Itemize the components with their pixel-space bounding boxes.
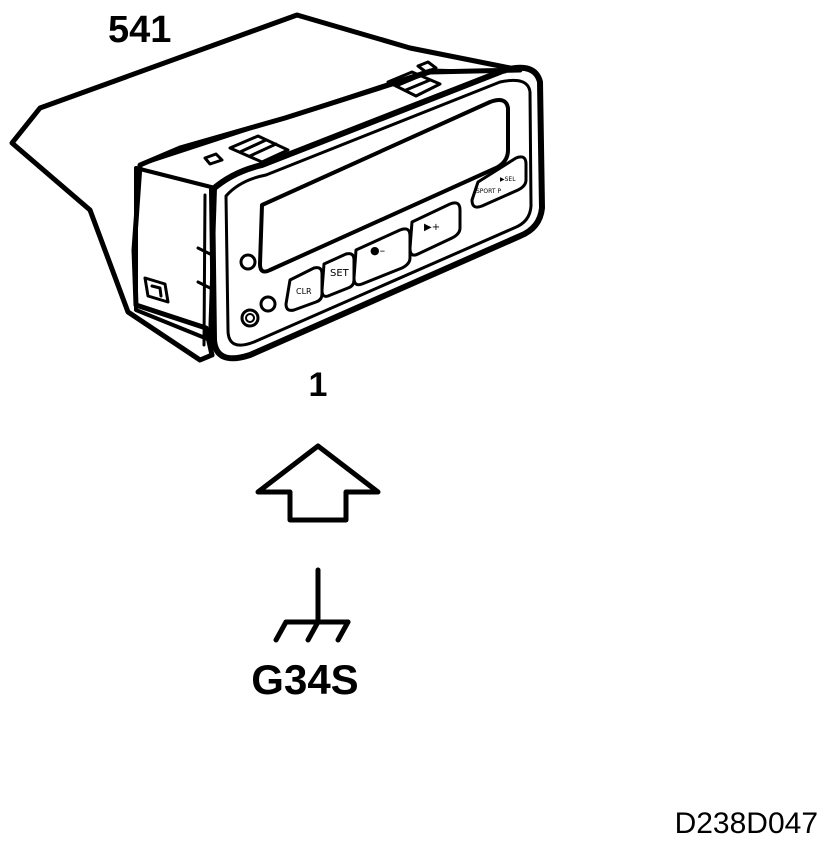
svg-text:SPORT P: SPORT P xyxy=(476,188,501,195)
svg-text:●–: ●– xyxy=(370,244,385,257)
up-arrow xyxy=(255,443,381,523)
ground-symbol xyxy=(273,567,351,643)
svg-text:CLR: CLR xyxy=(296,287,312,296)
ground-label: G34S xyxy=(251,656,358,703)
plus-button: ▶+ xyxy=(408,201,462,257)
svg-text:▶+: ▶+ xyxy=(424,222,440,233)
clr-button: CLR xyxy=(284,266,324,312)
unit-housing xyxy=(9,12,523,363)
unit-side-face xyxy=(134,166,217,342)
knob-lower-2 xyxy=(259,295,277,313)
front-bezel xyxy=(209,64,545,362)
set-button: SET xyxy=(320,252,356,298)
svg-text:SET: SET xyxy=(330,268,350,279)
sport-sel-button: SPORT P ▶SEL xyxy=(470,155,528,209)
display-window xyxy=(258,98,510,274)
drawing-id: D238D047 xyxy=(675,807,818,840)
svg-text:▶SEL: ▶SEL xyxy=(500,176,516,183)
pin-number: 1 xyxy=(309,366,328,404)
control-unit-illustration: CLR SET ●– ▶+ SPORT P ▶SEL xyxy=(9,12,545,363)
component-number: 541 xyxy=(108,9,171,51)
side-connector xyxy=(143,276,170,304)
knob-upper xyxy=(239,253,257,271)
knob-lower-1 xyxy=(240,308,260,328)
top-vent-right xyxy=(386,60,442,98)
top-vent-left xyxy=(203,134,290,166)
minus-button: ●– xyxy=(352,227,412,287)
